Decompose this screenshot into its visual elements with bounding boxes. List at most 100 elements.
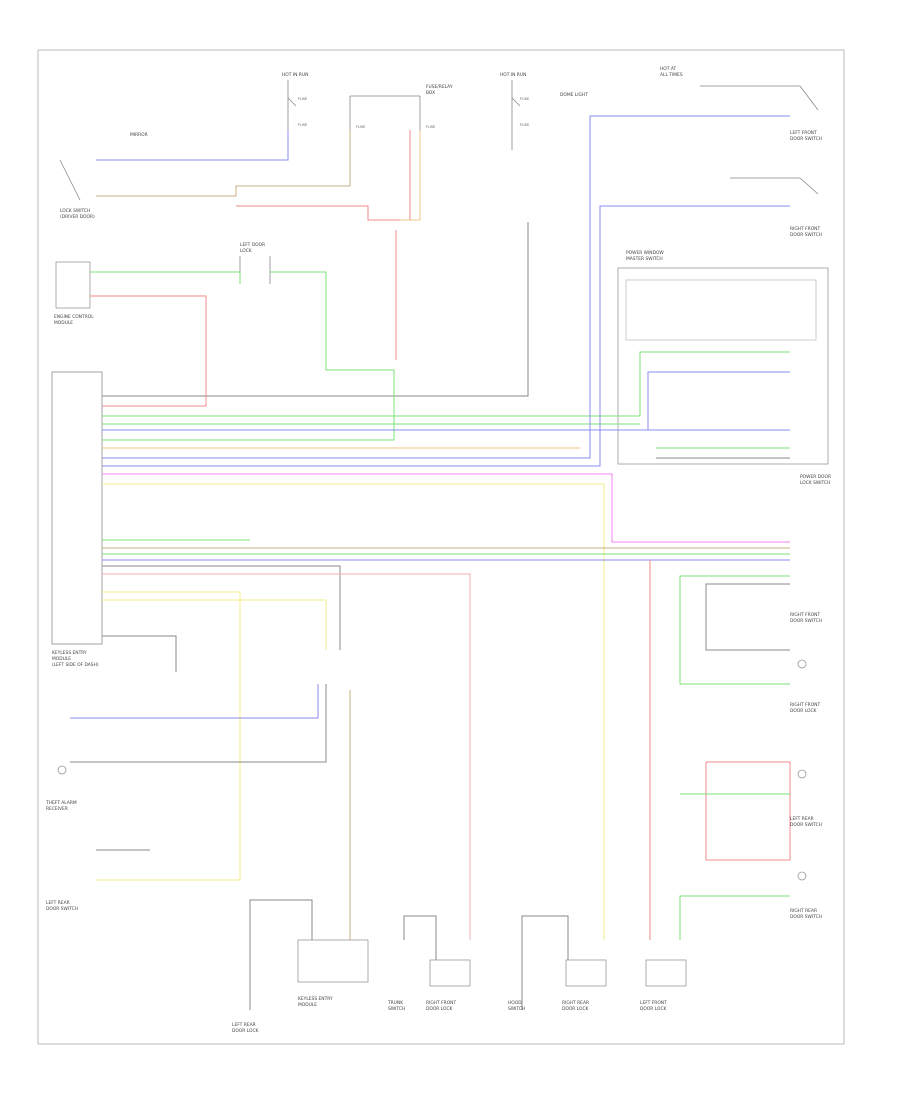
svg-text:DOOR LOCK: DOOR LOCK [562, 1006, 589, 1012]
svg-text:KEYLESS ENTRY: KEYLESS ENTRY [298, 996, 333, 1002]
svg-text:LEFT REAR: LEFT REAR [232, 1022, 256, 1028]
svg-text:ENGINE CONTROL: ENGINE CONTROL [54, 314, 94, 320]
ground-right-rear-1 [797, 769, 807, 779]
svg-text:FUSE: FUSE [426, 125, 436, 129]
svg-text:MIRROR: MIRROR [130, 132, 148, 138]
svg-text:DOOR SWITCH: DOOR SWITCH [790, 136, 822, 142]
svg-text:LOCK SWITCH: LOCK SWITCH [60, 208, 90, 214]
wire-gray-top [102, 222, 529, 397]
wire-green-lock [102, 271, 395, 441]
wire-yellow-low-1 [96, 591, 241, 881]
svg-text:LOCK: LOCK [240, 248, 252, 254]
hot-in-run-left-group: HOT IN RUN FUSE FUSE [282, 72, 308, 160]
wire-gray-bottom-right [521, 915, 569, 1010]
ground-left-rear [57, 765, 67, 775]
svg-text:DOME LIGHT: DOME LIGHT [560, 92, 588, 98]
wire-yellow-low-2 [102, 599, 327, 650]
svg-text:LEFT REAR: LEFT REAR [790, 816, 814, 822]
svg-text:FUSE: FUSE [520, 123, 530, 127]
svg-text:HOOD: HOOD [508, 1000, 522, 1006]
wire-blue-right [647, 371, 790, 430]
wire-green-engine [90, 271, 241, 284]
engine-control-box: ENGINE CONTROL MODULE [54, 261, 94, 326]
wire-gray-right-low [705, 583, 790, 651]
svg-text:RIGHT REAR: RIGHT REAR [562, 1000, 589, 1006]
svg-text:MODULE: MODULE [298, 1002, 317, 1008]
ground-right-rear-2 [797, 871, 807, 881]
main-module: KEYLESS ENTRY MODULE (LEFT SIDE OF DASH) [51, 371, 103, 668]
svg-text:TRUNK: TRUNK [387, 1000, 403, 1006]
svg-text:FUSE: FUSE [520, 97, 530, 101]
svg-text:DOOR SWITCH: DOOR SWITCH [790, 822, 822, 828]
svg-text:DOOR SWITCH: DOOR SWITCH [790, 232, 822, 238]
svg-text:LOCK SWITCH: LOCK SWITCH [800, 480, 830, 486]
svg-text:DOOR SWITCH: DOOR SWITCH [790, 618, 822, 624]
svg-text:RIGHT FRONT: RIGHT FRONT [426, 1000, 456, 1006]
left-door-lock: LEFT DOOR LOCK [239, 242, 271, 284]
svg-text:(LEFT SIDE OF DASH): (LEFT SIDE OF DASH) [52, 662, 99, 668]
svg-text:RECEIVER: RECEIVER [46, 806, 68, 812]
left-rear-lock-actuator [565, 959, 607, 987]
wire-red-lock [236, 130, 411, 221]
svg-text:LEFT FRONT: LEFT FRONT [640, 1000, 667, 1006]
ground-right-front [797, 659, 807, 669]
svg-text:MODULE: MODULE [54, 320, 73, 326]
wire-gray-low [102, 565, 341, 650]
svg-text:LEFT FRONT: LEFT FRONT [790, 130, 817, 136]
diagram-frame [37, 49, 845, 1045]
right-front-lock-actuator [429, 959, 471, 987]
wire-gray-module-bottom [102, 635, 177, 672]
svg-text:SWITCH: SWITCH [388, 1006, 405, 1012]
left-front-lock-actuator [297, 939, 369, 983]
wire-yellow-bus [102, 483, 605, 940]
wire-red-rr [705, 761, 791, 861]
svg-text:(DRIVER DOOR): (DRIVER DOOR) [60, 214, 95, 220]
svg-text:THEFT ALARM: THEFT ALARM [45, 800, 77, 806]
wire-gray-lock [96, 130, 351, 197]
power-window-switch-block: POWER WINDOW MASTER SWITCH POWER DOOR LO… [617, 250, 831, 486]
wire-orange-mid [400, 130, 421, 221]
svg-text:FUSE: FUSE [356, 125, 366, 129]
svg-text:MODULE: MODULE [52, 656, 71, 662]
wire-green-right [639, 351, 790, 416]
wire-blue-bus-2 [102, 115, 790, 459]
wire-blue-mirror [96, 130, 289, 161]
wire-green-right-low [679, 575, 790, 685]
hot-in-run-right-group: HOT IN RUN FUSE FUSE DOME LIGHT [500, 72, 588, 150]
svg-text:BOX: BOX [426, 90, 435, 96]
svg-text:RIGHT FRONT: RIGHT FRONT [790, 702, 820, 708]
svg-text:RIGHT FRONT: RIGHT FRONT [790, 226, 820, 232]
wire-pink-bus [102, 473, 790, 543]
left-lock-switch: LOCK SWITCH (DRIVER DOOR) MIRROR [59, 132, 148, 220]
svg-text:SWITCH: SWITCH [508, 1006, 525, 1012]
right-rear-lock-actuator [645, 959, 687, 987]
svg-text:DOOR SWITCH: DOOR SWITCH [46, 906, 78, 912]
svg-text:HOT IN RUN: HOT IN RUN [282, 72, 308, 78]
wire-gray-bottom-mid [403, 915, 437, 960]
svg-text:RIGHT FRONT: RIGHT FRONT [790, 612, 820, 618]
svg-text:FUSE: FUSE [298, 97, 308, 101]
wire-blue-bus-3 [102, 205, 790, 467]
fuse-relay-box-group: FUSE/RELAY BOX FUSE FUSE [349, 84, 453, 130]
keyless-module-box [51, 371, 103, 645]
svg-text:MASTER SWITCH: MASTER SWITCH [626, 256, 663, 262]
svg-text:DOOR LOCK: DOOR LOCK [426, 1006, 453, 1012]
svg-text:RIGHT REAR: RIGHT REAR [790, 908, 817, 914]
svg-text:POWER WINDOW: POWER WINDOW [626, 250, 664, 256]
top-right-door-switch: HOT AT ALL TIMES LEFT FRONT DOOR SWITCH … [660, 66, 822, 238]
wire-gray-alarm [70, 684, 327, 763]
svg-text:DOOR LOCK: DOOR LOCK [790, 708, 817, 714]
svg-text:ALL TIMES: ALL TIMES [660, 72, 683, 78]
svg-text:HOT AT: HOT AT [660, 66, 676, 72]
wire-blue-alarm [70, 684, 319, 719]
svg-text:POWER DOOR: POWER DOOR [800, 474, 831, 480]
svg-text:DOOR LOCK: DOOR LOCK [640, 1006, 667, 1012]
wire-red-engine [90, 295, 207, 407]
wire-green-rr-lock [679, 895, 790, 940]
wire-red-low [102, 573, 471, 940]
svg-text:HOT IN RUN: HOT IN RUN [500, 72, 526, 78]
svg-text:FUSE/RELAY: FUSE/RELAY [426, 84, 453, 90]
svg-text:KEYLESS ENTRY: KEYLESS ENTRY [52, 650, 87, 656]
svg-text:LEFT REAR: LEFT REAR [46, 900, 70, 906]
